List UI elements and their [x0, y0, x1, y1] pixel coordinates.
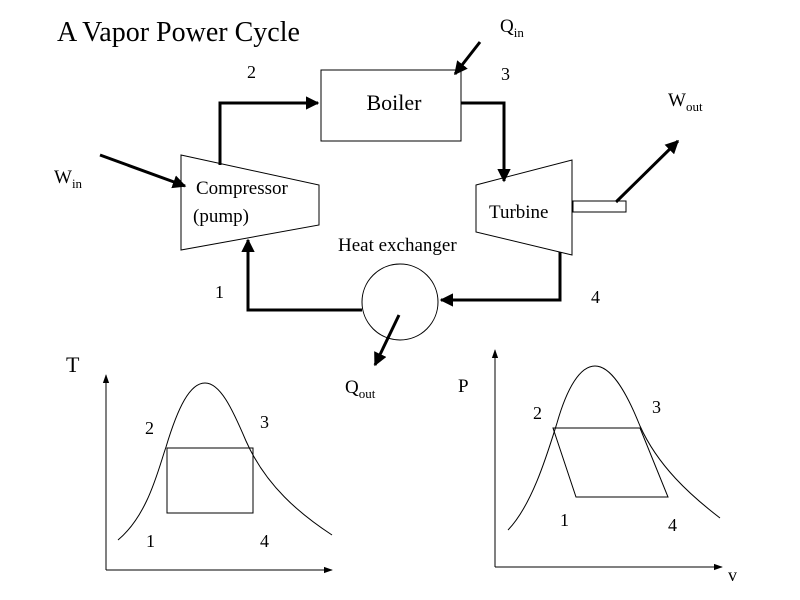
compressor-pump: Compressor (pump)	[180, 154, 320, 251]
ts-saturation-dome	[117, 382, 333, 541]
pv-y-axis-label: P	[458, 376, 469, 397]
pv-x-axis-label: v	[728, 565, 737, 585]
q-in-arrow	[453, 41, 482, 76]
pv-point-4: 4	[668, 515, 677, 535]
q-in-label: Qin	[500, 16, 524, 40]
pipe-turbine-to-heat-exchanger	[439, 252, 562, 307]
w-out-arrow	[614, 139, 680, 204]
boiler: Boiler	[320, 69, 462, 142]
pipe-heat-exchanger-to-compressor	[241, 238, 362, 312]
pipe-2-to-boiler	[218, 96, 320, 165]
state-point-1: 1	[215, 282, 224, 302]
ts-point-3: 3	[260, 412, 269, 432]
ts-point-1: 1	[146, 531, 155, 551]
ts-cycle-rectangle	[166, 447, 254, 514]
pump-label: (pump)	[193, 206, 249, 227]
pv-point-2: 2	[533, 403, 542, 423]
pv-diagram: P v 2 3 1 4	[458, 349, 737, 585]
state-point-4: 4	[591, 287, 600, 307]
heat-exchanger-label: Heat exchanger	[338, 235, 457, 256]
turbine-label: Turbine	[489, 202, 548, 223]
heat-exchanger: Heat exchanger	[338, 235, 457, 341]
boiler-label: Boiler	[367, 90, 423, 115]
compressor-label: Compressor	[196, 178, 289, 199]
pv-point-3: 3	[652, 397, 661, 417]
pipe-boiler-to-turbine	[461, 101, 511, 183]
diagram-title: A Vapor Power Cycle	[57, 17, 300, 48]
w-out-label: Wout	[668, 90, 703, 114]
ts-diagram: T 2 3 1 4	[66, 352, 333, 574]
state-point-2: 2	[247, 62, 256, 82]
state-point-3: 3	[501, 64, 510, 84]
ts-point-2: 2	[145, 418, 154, 438]
pv-cycle-path	[552, 427, 669, 498]
turbine-shaft	[572, 200, 627, 213]
q-out-arrow	[373, 314, 401, 367]
pv-point-1: 1	[560, 510, 569, 530]
w-in-label: Win	[54, 167, 83, 191]
q-out-label: Qout	[345, 377, 376, 401]
ts-y-axis-label: T	[66, 352, 80, 377]
w-in-arrow	[99, 153, 187, 189]
pv-saturation-dome	[507, 365, 721, 531]
turbine: Turbine	[475, 159, 627, 256]
ts-point-4: 4	[260, 531, 269, 551]
